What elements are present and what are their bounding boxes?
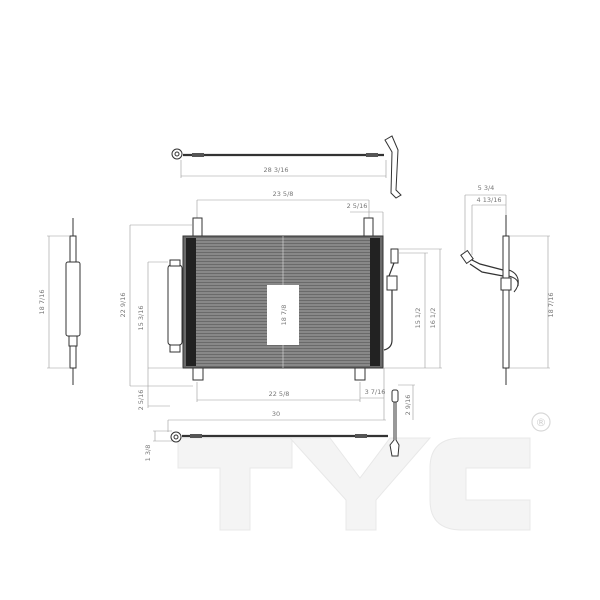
dim-core-bracket-span-top: 23 5/8 [273,190,294,198]
top-pipe [171,135,402,199]
dim-side-view-height: 18 7/16 [547,293,555,318]
dim-bottom-pipe-fitting: 1 3/8 [144,445,152,462]
dim-bottom-pipe-length: 30 [272,410,280,418]
dim-core-height: 18 7/8 [280,305,288,326]
dim-bottom-bracket-offset: 3 7/16 [365,388,386,396]
dim-top-pipe-length: 28 3/16 [264,166,289,174]
right-side-view [460,215,519,385]
dim-top-bracket-offset: 2 5/16 [347,202,368,210]
core-label-box [267,285,299,345]
dim-overall-height: 22 9/16 [119,293,127,318]
condenser-core: 18 7/8 [182,217,384,381]
right-fitting [383,248,399,351]
tyc-watermark: ® [177,412,551,531]
registered-mark-icon [531,412,551,432]
receiver-drier [167,259,183,353]
left-side-view [65,218,81,385]
dim-receiver-height: 15 3/16 [137,306,145,331]
dim-bottom-right-offset: 2 9/16 [404,395,412,416]
dim-side-view-width-outer: 5 3/4 [478,184,495,192]
dim-bottom-left-offset: 2 5/16 [137,390,145,411]
dim-right-fitting-inner: 15 1/2 [414,308,422,329]
bottom-pipe [170,389,400,457]
dim-left-view-height: 18 7/16 [38,290,46,315]
dim-core-bracket-span-bottom: 22 5/8 [269,390,290,398]
dim-side-view-width-inner: 4 13/16 [477,196,502,204]
dim-right-fitting-outer: 16 1/2 [429,308,437,329]
registered-mark: ® [536,416,547,429]
